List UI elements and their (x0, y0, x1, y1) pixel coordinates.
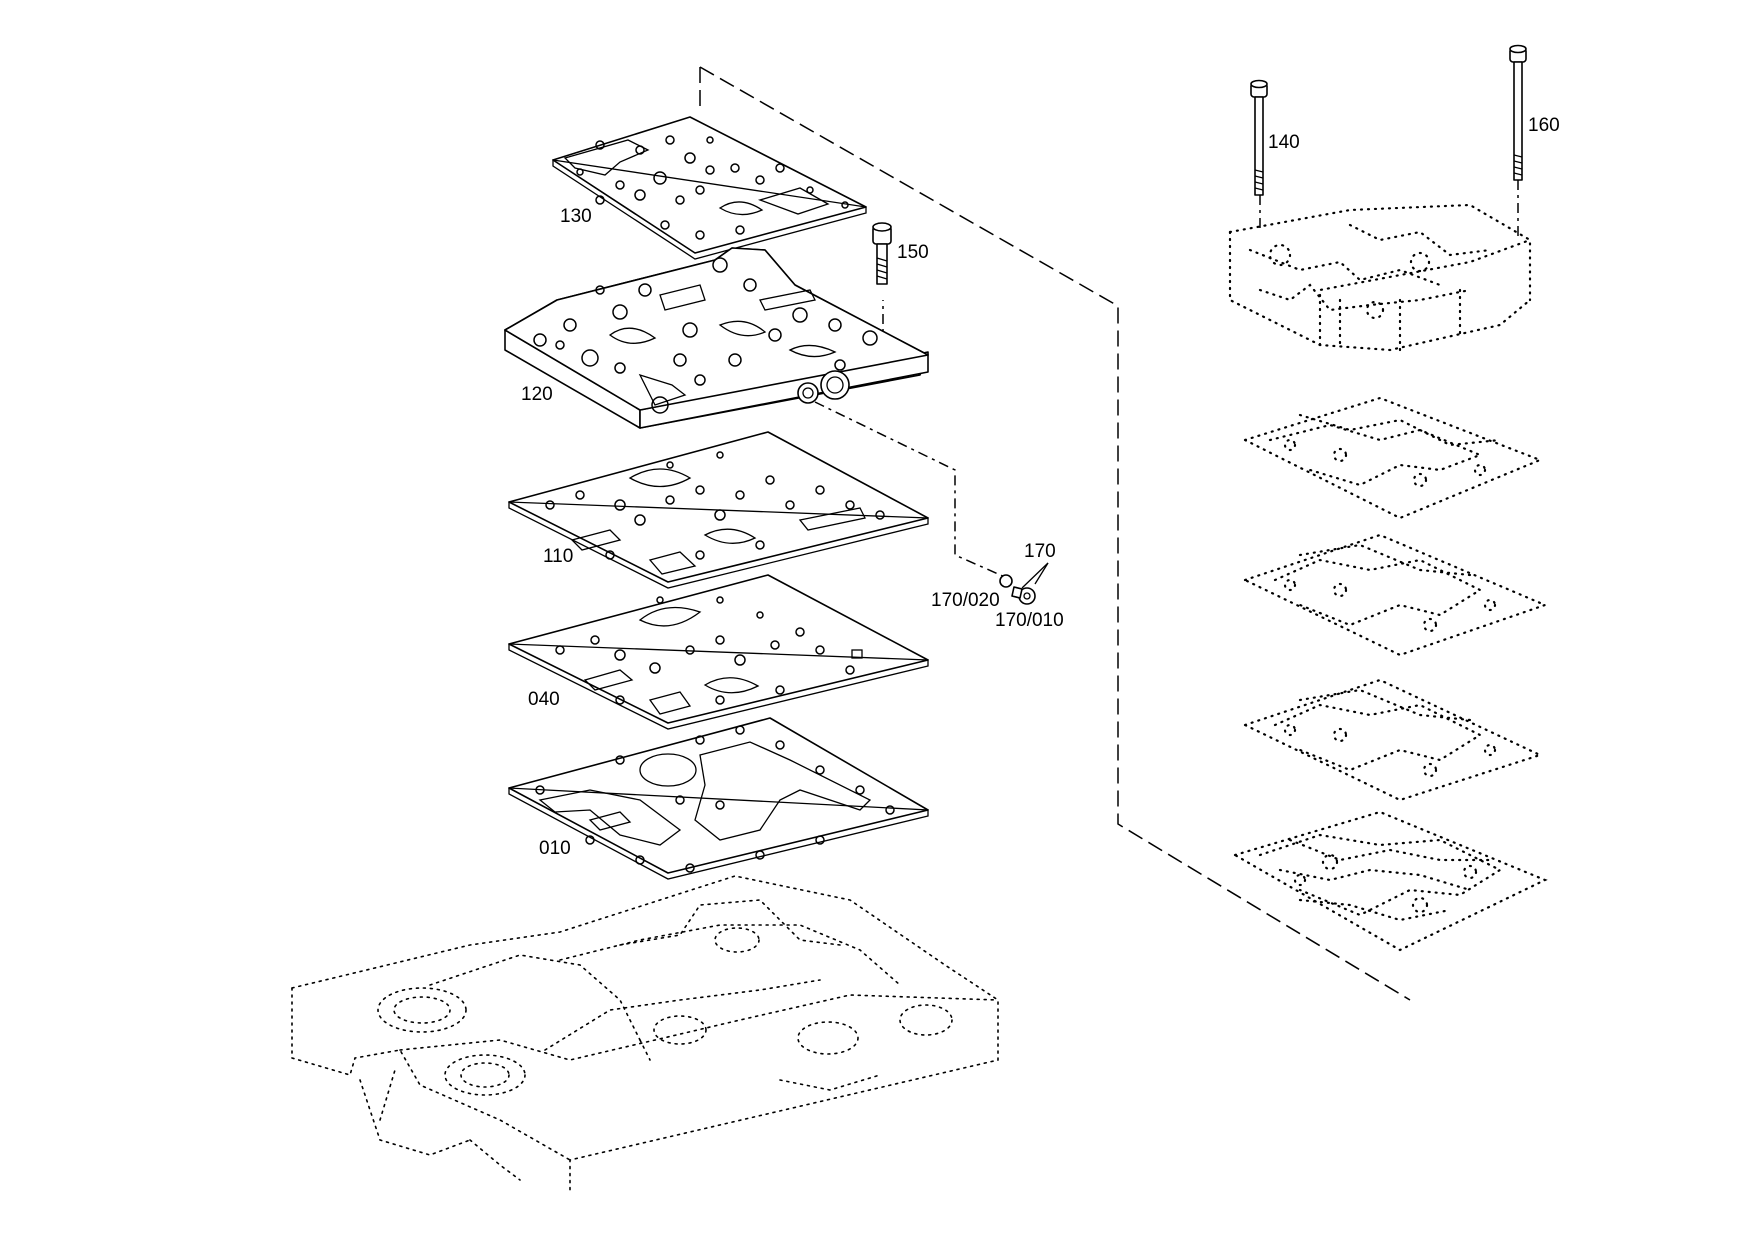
part-120-valve-body (504, 247, 929, 429)
part-130-plate (552, 116, 867, 260)
assembled-plate-3-ghost (1243, 678, 1543, 802)
housing-ghost (291, 875, 999, 1191)
assembled-plate-2-ghost (1243, 533, 1549, 657)
part-110-plate (508, 431, 929, 589)
label-120: 120 (521, 384, 553, 405)
label-130: 130 (560, 206, 592, 227)
part-160-long-bolt (1509, 44, 1527, 181)
label-110: 110 (543, 546, 573, 567)
label-170-020: 170/020 (931, 590, 1000, 611)
label-040: 040 (528, 689, 560, 710)
part-150-bolt (872, 222, 892, 285)
part-170-plug (999, 562, 1049, 605)
label-160: 160 (1528, 115, 1560, 136)
part-040-plate (508, 574, 929, 730)
label-170-010: 170/010 (995, 610, 1064, 631)
assembled-plate-1-ghost (1243, 396, 1543, 520)
assembled-plate-4-ghost (1233, 810, 1548, 952)
label-140: 140 (1268, 132, 1300, 153)
assembled-valve-block-ghost (1228, 203, 1532, 352)
part-140-long-bolt (1250, 79, 1268, 196)
part-010-plate (508, 717, 929, 880)
label-150: 150 (897, 242, 929, 263)
label-010: 010 (539, 838, 571, 859)
label-170: 170 (1024, 541, 1056, 562)
